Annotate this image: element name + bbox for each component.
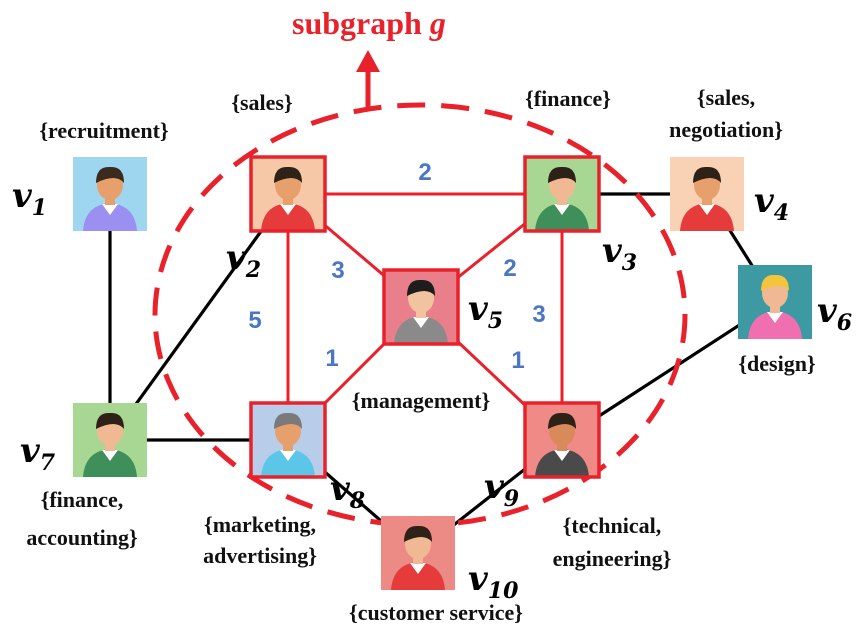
- edge-weight-v5-v8: 1: [325, 345, 338, 372]
- person-engineer-icon: [525, 403, 599, 477]
- node-v1-label-line: {recruitment}: [39, 118, 168, 143]
- edge-weight-v2-v8: 5: [248, 307, 261, 334]
- node-v6-label-line: {design}: [738, 351, 815, 376]
- node-v7: {finance, accounting} v7: [20, 403, 147, 550]
- node-v5: {management} v5: [352, 268, 503, 413]
- node-v5-label-line: {management}: [352, 388, 490, 413]
- node-v1-name: v1: [12, 176, 47, 221]
- node-v5-subgraph-border: [382, 268, 460, 346]
- subgraph-title: subgraph g: [292, 5, 446, 41]
- node-v3-name: v3: [602, 231, 637, 276]
- subgraph-arrow: [356, 50, 380, 110]
- edge-weight-v3-v9: 3: [532, 301, 545, 328]
- node-v1: {recruitment} v1: [12, 118, 169, 231]
- node-v8-name: v8: [330, 469, 365, 514]
- node-v6-name: v6: [817, 291, 852, 336]
- node-v9-label-line: engineering}: [553, 546, 672, 571]
- node-v7-label-line: accounting}: [26, 525, 137, 550]
- node-v6: {design}v6: [738, 265, 852, 376]
- node-v8: {marketing, advertising} v8: [203, 401, 365, 568]
- node-v4-name: v4: [754, 181, 789, 226]
- node-v8-subgraph-border: [249, 401, 327, 479]
- node-v9-label-line: {technical,: [563, 513, 661, 538]
- person-support-icon: [381, 516, 455, 590]
- node-v4-label-line: negotiation}: [669, 117, 783, 142]
- person-accountant-icon: [525, 157, 599, 231]
- node-v10: {customer service}v10: [349, 516, 523, 625]
- node-v8-label-line: advertising}: [203, 543, 317, 568]
- node-v4: {sales, negotiation} v4: [669, 85, 789, 231]
- nodes-layer: {recruitment} v1 {sales} v2 {finance} v3 {sale…: [12, 85, 852, 625]
- person-designer-icon: [738, 265, 812, 339]
- edge-weight-v5-v9: 1: [511, 347, 524, 374]
- node-v3-label-line: {finance}: [525, 86, 611, 111]
- edge-weight-v2-v3: 2: [418, 159, 431, 186]
- node-v2-label-line: {sales}: [231, 90, 292, 115]
- node-v4-label-line: {sales,: [697, 85, 755, 110]
- person-accountant-icon: [73, 403, 147, 477]
- person-marketer-icon: [251, 403, 325, 477]
- node-v9: {technical, engineering} v9: [484, 401, 672, 571]
- node-v7-label-line: {finance,: [41, 487, 124, 512]
- person-salesman-icon: [251, 157, 325, 231]
- node-v3-subgraph-border: [523, 155, 601, 233]
- edge-weight-v2-v5: 3: [331, 257, 344, 284]
- subgraph-title-text: subgraph: [292, 5, 430, 41]
- edge-v7-v2: [108, 193, 290, 441]
- node-v2: {sales} v2: [226, 90, 327, 283]
- node-v2-name: v2: [226, 238, 261, 283]
- edge-weight-v3-v5: 2: [503, 255, 516, 282]
- node-v10-label-line: {customer service}: [349, 600, 523, 625]
- node-v10-name: v10: [468, 559, 519, 604]
- node-v7-name: v7: [20, 431, 56, 476]
- subgraph-title-var: g: [429, 5, 446, 41]
- person-hr-icon: [73, 157, 147, 231]
- node-v9-subgraph-border: [523, 401, 601, 479]
- person-manager-icon: [384, 270, 458, 344]
- node-v9-name: v9: [484, 467, 519, 512]
- node-v8-label-line: {marketing,: [204, 512, 316, 537]
- node-v2-subgraph-border: [249, 155, 327, 233]
- node-v5-name: v5: [468, 289, 503, 334]
- node-v3: {finance} v3: [523, 86, 637, 276]
- person-salesman-icon: [670, 157, 744, 231]
